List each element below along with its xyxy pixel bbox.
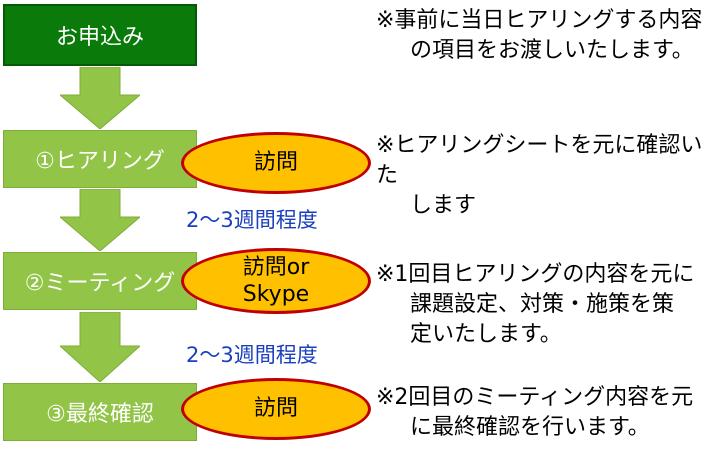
- step-hearing-label: ①ヒアリング: [35, 149, 165, 174]
- note-final-line2: に最終確認を行います。: [410, 415, 650, 440]
- oval-hearing-visit: 訪問: [181, 132, 371, 194]
- step-hearing-box: ①ヒアリング: [3, 130, 197, 188]
- oval-hearing-label: 訪問: [253, 150, 298, 176]
- note-final: ※2回目のミーティング内容を元 に最終確認を行います。: [376, 383, 693, 443]
- step-final-box: ③最終確認: [3, 383, 197, 441]
- duration-label-first: 2～3週間程度: [186, 208, 318, 232]
- step-apply-box: お申込み: [3, 4, 197, 66]
- down-arrow-icon: [60, 67, 140, 129]
- oval-final-label: 訪問: [253, 396, 298, 422]
- oval-meeting-line2: Skype: [242, 282, 310, 307]
- note-hearing: ※ヒアリングシートを元に確認いた します: [376, 131, 723, 221]
- note-meeting-line3: 定いたします。: [410, 322, 562, 347]
- oval-meeting-visit: 訪問or Skype: [181, 248, 371, 314]
- step-meeting-label: ②ミーティング: [24, 271, 176, 296]
- note-meeting-line1: ※1回目ヒアリングの内容を元に: [376, 262, 695, 287]
- step-final-label: ③最終確認: [46, 402, 154, 427]
- step-apply-label: お申込み: [55, 25, 144, 50]
- step-meeting-box: ②ミーティング: [3, 252, 197, 310]
- down-arrow-icon: [60, 312, 140, 382]
- down-arrow-icon: [60, 189, 140, 251]
- note-final-line1: ※2回目のミーティング内容を元: [376, 385, 694, 410]
- oval-final-visit: 訪問: [181, 378, 371, 440]
- oval-meeting-line1: 訪問or: [242, 254, 310, 280]
- duration-label-second: 2～3週間程度: [186, 343, 318, 367]
- note-hearing-line2: します: [410, 193, 477, 218]
- note-meeting-line2: 課題設定、対策・施策を策: [410, 292, 675, 317]
- note-apply: ※事前に当日ヒアリングする内容 の項目をお渡しいたします。: [376, 6, 702, 66]
- note-hearing-line1: ※ヒアリングシートを元に確認いた: [376, 133, 703, 188]
- note-apply-line1: ※事前に当日ヒアリングする内容: [376, 8, 703, 33]
- note-meeting: ※1回目ヒアリングの内容を元に 課題設定、対策・施策を策 定いたします。: [376, 260, 694, 350]
- note-apply-line2: の項目をお渡しいたします。: [410, 38, 694, 63]
